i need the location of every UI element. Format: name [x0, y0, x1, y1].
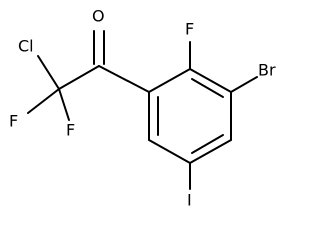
- atom-label-fluorine-down: F: [66, 121, 75, 140]
- bond-ring-br: [230, 76, 258, 93]
- ring-bond-5-6: [148, 139, 191, 164]
- bond-carbonyl-ring: [98, 65, 150, 93]
- atom-label-fluorine-ring: F: [185, 20, 194, 39]
- atom-label-iodine: I: [187, 191, 192, 210]
- bond-c-f-left: [27, 88, 60, 114]
- atom-label-bromine: Br: [258, 61, 276, 80]
- atom-label-oxygen: O: [92, 7, 105, 26]
- ring-bond-2-3-inner: [191, 78, 224, 98]
- bond-c-f-down: [58, 88, 70, 121]
- bond-c-cl: [37, 55, 60, 90]
- ring-bond-4-5-inner: [191, 134, 224, 154]
- ring-bond-4-5: [189, 139, 232, 164]
- atom-label-chlorine: Cl: [18, 37, 34, 56]
- ring-bond-2-3: [189, 68, 232, 93]
- atom-labels: O Cl F F F Br I: [9, 7, 276, 210]
- atom-label-fluorine-left: F: [9, 112, 18, 131]
- ring-bond-1-2: [148, 68, 191, 93]
- bond-carbonyl-cf2cl: [58, 65, 100, 90]
- bonds: [27, 30, 258, 190]
- molecule-diagram: O Cl F F F Br I: [9, 7, 276, 210]
